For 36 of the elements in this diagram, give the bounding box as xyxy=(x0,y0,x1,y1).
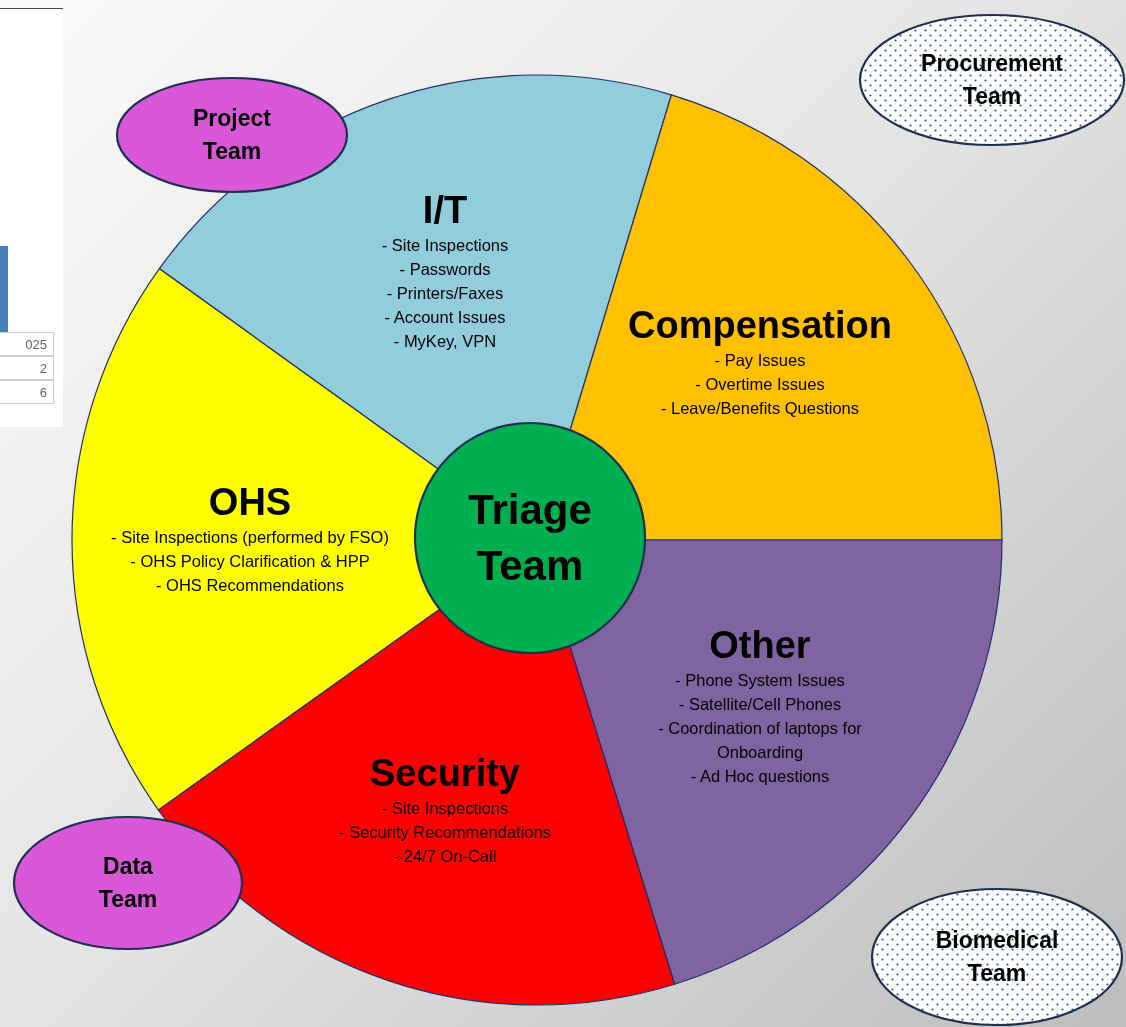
team-label: Data Team xyxy=(97,852,159,914)
list-item: - Account Issues xyxy=(384,307,506,328)
list-item: - Site Inspections xyxy=(381,798,509,819)
list-item: - OHS Recommendations xyxy=(156,575,344,596)
sector-heading: Security xyxy=(370,751,520,796)
list-item: - Pay Issues xyxy=(714,350,806,371)
team-ellipse xyxy=(115,76,349,194)
center-label: Triage Team xyxy=(467,485,593,591)
list-item: - Security Recommendations xyxy=(339,822,551,843)
sector-heading: Other xyxy=(709,623,811,668)
sector-heading: Compensation xyxy=(628,303,892,348)
sector-heading: I/T xyxy=(422,188,468,233)
table-cell: 2 xyxy=(0,356,54,380)
list-item: - Ad Hoc questions xyxy=(690,766,830,787)
team-label: Procurement Team xyxy=(920,49,1064,111)
list-item: - Passwords xyxy=(399,259,491,280)
list-item: - 24/7 On-Call xyxy=(393,846,497,867)
table-cell: 6 xyxy=(0,380,54,404)
list-item: - Coordination of laptops for Onboarding xyxy=(657,718,863,763)
list-item: - Phone System Issues xyxy=(675,670,845,691)
list-item: - Satellite/Cell Phones xyxy=(678,694,842,715)
team-label: Biomedical Team xyxy=(934,926,1060,988)
list-item: - MyKey, VPN xyxy=(393,331,497,352)
sector-heading: OHS xyxy=(208,480,292,525)
center-circle xyxy=(413,421,647,655)
team-label: Project Team xyxy=(192,104,272,166)
list-item: - Printers/Faxes xyxy=(386,283,504,304)
list-item: - Site Inspections (performed by FSO) xyxy=(111,527,389,548)
team-ellipse xyxy=(12,815,244,951)
list-item: - Leave/Benefits Questions xyxy=(660,398,860,419)
list-item: - OHS Policy Clarification & HPP xyxy=(130,551,370,572)
team-ellipse xyxy=(870,887,1124,1027)
table-cell: 025 xyxy=(0,332,54,356)
team-ellipse xyxy=(858,13,1126,147)
list-item: - Site Inspections xyxy=(381,235,509,256)
list-item: - Overtime Issues xyxy=(695,374,825,395)
